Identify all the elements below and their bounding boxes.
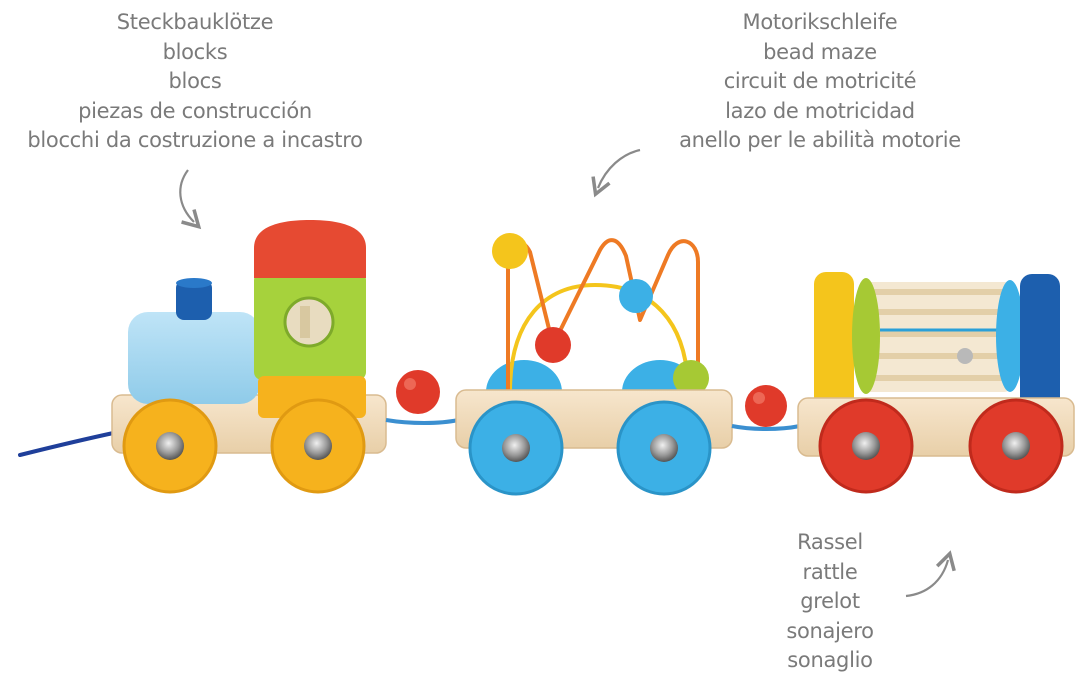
bead-green	[673, 360, 709, 396]
label-rattle-en: rattle	[802, 559, 858, 584]
label-bead-maze-es: lazo de motricidad	[725, 98, 915, 123]
cabin-red-roof	[254, 220, 366, 278]
post-yellow	[814, 272, 854, 412]
bead-red	[535, 327, 571, 363]
label-rattle-de: Rassel	[797, 530, 863, 554]
label-blocks-it: blocchi da costruzione a incastro	[27, 128, 363, 152]
label-bead-maze-en: bead maze	[763, 39, 877, 64]
arrow-rattle	[905, 550, 956, 598]
rattle-disc-green	[852, 278, 880, 394]
rattle-disc-blue	[996, 280, 1024, 392]
arrow-blocks	[179, 169, 202, 230]
bead-yellow	[492, 233, 528, 269]
label-blocks: Steckbauklötze blocks blocs piezas de co…	[10, 8, 380, 156]
label-rattle: Rassel rattle grelot sonajero sonaglio	[760, 528, 900, 676]
chimney	[176, 280, 212, 320]
label-bead-maze-de: Motorikschleife	[742, 10, 898, 34]
boiler	[128, 312, 260, 404]
label-rattle-it: sonaglio	[787, 648, 873, 672]
coupling-bead-2	[745, 385, 787, 427]
label-bead-maze-fr: circuit de motricité	[723, 69, 917, 93]
pull-cord	[18, 430, 120, 457]
rattle-wagon	[797, 272, 1075, 494]
label-blocks-en: blocks	[162, 39, 228, 64]
label-blocks-es: piezas de construcción	[78, 98, 312, 123]
post-blue	[1020, 274, 1060, 412]
bead-maze-wagon	[455, 233, 733, 496]
label-blocks-fr: blocs	[168, 69, 222, 93]
label-bead-maze-it: anello per le abilità motorie	[679, 128, 961, 152]
label-rattle-es: sonajero	[786, 618, 874, 643]
wire-yellow	[508, 282, 690, 393]
arrow-bead-maze	[591, 148, 641, 198]
label-rattle-fr: grelot	[800, 589, 860, 613]
label-blocks-de: Steckbauklötze	[116, 10, 274, 34]
bead-blue	[619, 279, 653, 313]
locomotive	[111, 220, 387, 494]
coupling-bead-1	[396, 370, 440, 414]
label-bead-maze: Motorikschleife bead maze circuit de mot…	[655, 8, 985, 156]
